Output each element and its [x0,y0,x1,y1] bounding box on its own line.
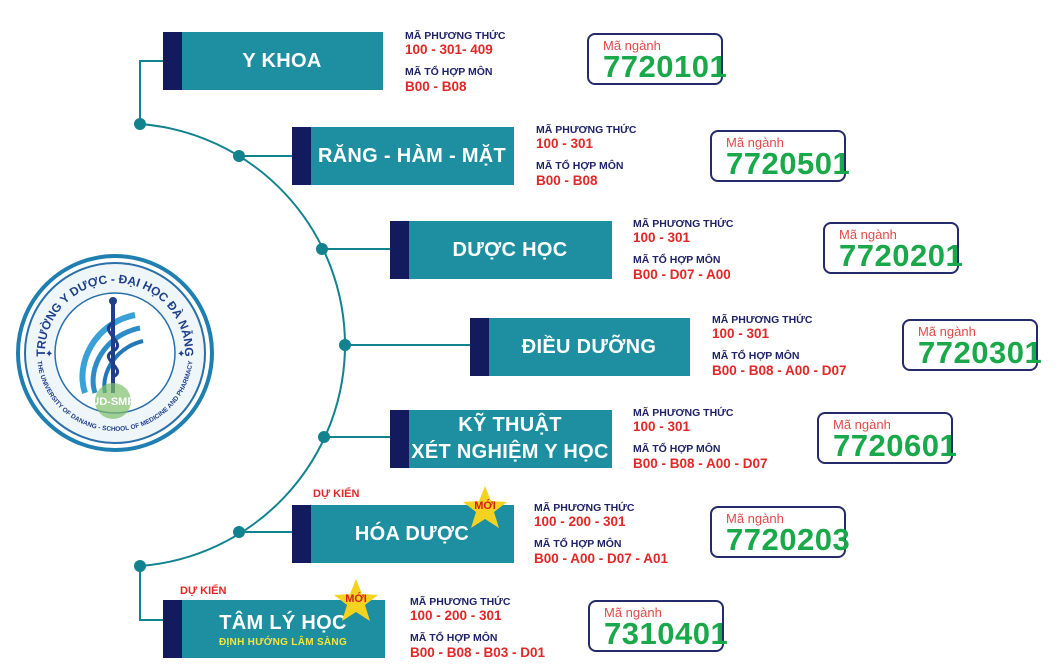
planned-tag: DỰ KIẾN [313,488,360,500]
major-info: MÃ PHƯƠNG THỨC 100 - 301 MÃ TỔ HỢP MÔN B… [633,218,734,282]
major-name: RĂNG - HÀM - MẶT [317,144,507,167]
major-bar-rang-ham-mat: RĂNG - HÀM - MẶT [292,127,514,185]
major-info: MÃ PHƯƠNG THỨC 100 - 301 MÃ TỔ HỢP MÔN B… [712,314,847,378]
major-name: HÓA DƯỢC [354,522,470,545]
bar-tab [470,318,489,376]
major-code-box: Mã ngành 7720101 [587,33,727,85]
svg-text:✦: ✦ [177,349,185,360]
major-info: MÃ PHƯƠNG THỨC 100 - 301 MÃ TỔ HỢP MÔN B… [536,124,637,188]
node-dot [318,431,330,443]
major-name: TÂM LÝ HỌC [219,612,347,634]
major-code-box: Mã ngành 7720203 [710,506,850,558]
new-badge-label: MỚI [345,593,367,605]
major-code-box: Mã ngành 7720601 [817,412,957,464]
major-info: MÃ PHƯƠNG THỨC 100 - 301- 409 MÃ TỔ HỢP … [405,30,506,94]
node-dot [339,339,351,351]
node-dot [134,560,146,572]
bar-tab [292,505,311,563]
bar-tab [292,127,311,185]
bar-tab [390,410,409,468]
new-badge-label: MỚI [474,500,496,512]
major-name: ĐIỀU DƯỠNG [521,335,657,358]
major-bar-duoc-hoc: DƯỢC HỌC [390,221,612,279]
major-info: MÃ PHƯƠNG THỨC 100 - 301 MÃ TỔ HỢP MÔN B… [633,407,768,471]
major-code-box: Mã ngành 7720201 [823,222,963,274]
logo-badge: UD-SMP [91,396,134,408]
planned-tag: DỰ KIẾN [180,585,227,597]
major-code-box: Mã ngành 7720501 [710,130,850,182]
svg-text:✦: ✦ [45,349,53,360]
node-dot [233,150,245,162]
major-name: Y KHOA [242,49,322,72]
node-dot [134,118,146,130]
university-logo: TRƯỜNG Y DƯỢC - ĐẠI HỌC ĐÀ NẴNG THE UNIV… [15,253,215,453]
major-name-line2: XÉT NGHIỆM Y HỌC [411,441,609,463]
new-star-icon: MỚI [333,578,379,622]
major-code-box: Mã ngành 7310401 [588,600,728,652]
major-subtitle: ĐỊNH HƯỚNG LÂM SÀNG [218,637,348,648]
node-dot [233,526,245,538]
major-bar-tam-ly-hoc: TÂM LÝ HỌC ĐỊNH HƯỚNG LÂM SÀNG [163,600,385,658]
major-code-box: Mã ngành 7720301 [902,319,1042,371]
major-bar-dieu-duong: ĐIỀU DƯỠNG [470,318,690,376]
bar-tab [163,32,182,90]
major-info: MÃ PHƯƠNG THỨC 100 - 200 - 301 MÃ TỔ HỢP… [534,502,669,566]
major-info: MÃ PHƯƠNG THỨC 100 - 200 - 301 MÃ TỔ HỢP… [410,596,546,660]
major-bar-ky-thuat-xet-nghiem: KỸ THUẬT XÉT NGHIỆM Y HỌC [390,410,612,468]
bar-tab [390,221,409,279]
major-name: DƯỢC HỌC [452,238,568,261]
node-dot [316,243,328,255]
major-bar-y-khoa: Y KHOA [163,32,383,90]
major-name: KỸ THUẬT [458,414,562,436]
bar-tab [163,600,182,658]
new-star-icon: MỚI [462,485,508,529]
